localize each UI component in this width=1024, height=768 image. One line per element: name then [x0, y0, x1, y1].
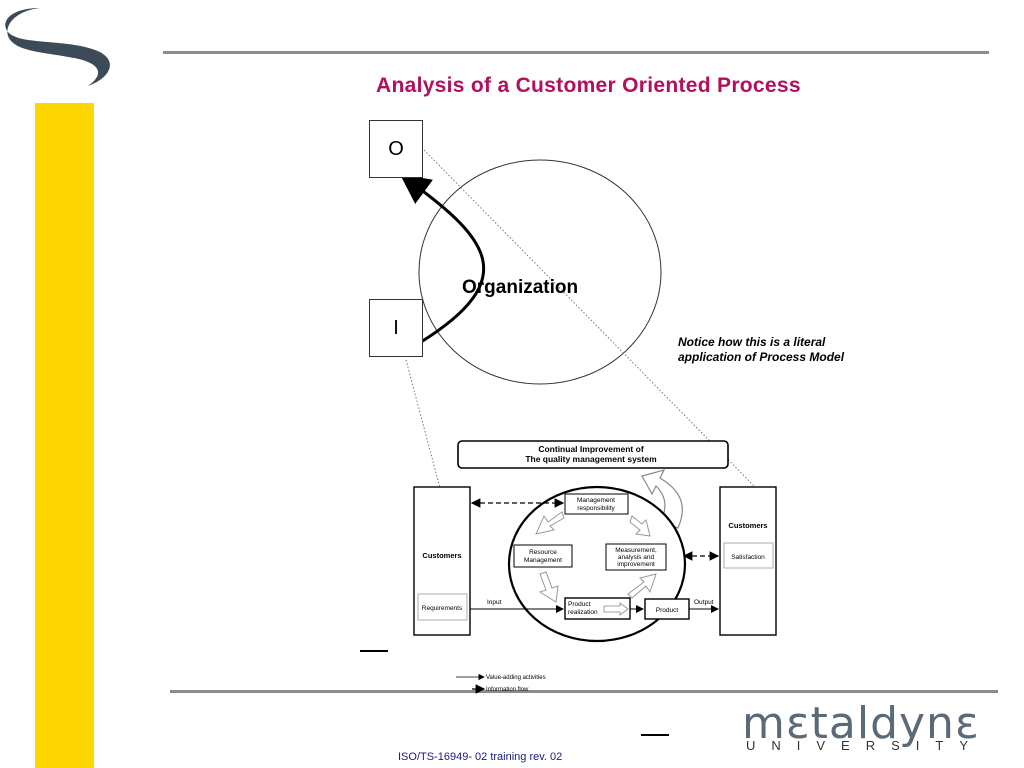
metaldyne-logo-subtitle: UNIVERSITY [746, 738, 985, 753]
ci-banner [457, 440, 729, 469]
resource-line2: Management [524, 557, 562, 564]
organization-diagram [399, 149, 757, 489]
swoosh-logo-icon [5, 8, 110, 86]
left-customers-label: Customers [422, 551, 461, 560]
realization-line2: realization [568, 609, 598, 616]
cycle-arrow-top-left [535, 511, 565, 535]
output-box: O [369, 120, 423, 178]
management-line2: responsibility [577, 505, 615, 512]
accent-bar [35, 103, 94, 768]
requirements-box [417, 593, 468, 621]
output-label: Output [694, 599, 714, 606]
process-flow-arrow [399, 174, 486, 344]
management-line1: Management [577, 497, 615, 504]
realization-hollow-arrow [603, 602, 629, 616]
process-model-note: Notice how this is a literal application… [678, 335, 845, 364]
organization-label: Organization [462, 277, 579, 298]
right-customers-label: Customers [728, 521, 767, 530]
projection-line-left-wrap [405, 359, 441, 489]
cycle-arrow-top-right [629, 515, 651, 537]
process-model-figure: Continual Improvement of The quality man… [413, 440, 777, 694]
footer-text: ISO/TS-16949- 02 training rev. 02 [398, 751, 563, 763]
satisfaction-label: Satisfaction [731, 554, 765, 561]
ci-banner-line1: Continual Improvement of [538, 444, 643, 454]
cycle-arrow-bottom-left [538, 571, 559, 603]
resource-box [513, 544, 573, 568]
organization-ellipse [418, 159, 662, 385]
improvement-arrow [641, 469, 683, 529]
management-box [564, 493, 629, 515]
short-rule-left [360, 650, 388, 652]
cycle-arrow-bottom-right [627, 573, 657, 599]
legend-value-label: Value-adding activities [486, 675, 546, 681]
satisfaction-box [723, 542, 774, 569]
legend-info-label: Information flow [486, 687, 529, 693]
resource-line1: Resource [529, 549, 557, 556]
measurement-box [605, 543, 667, 571]
realization-line1: Product [568, 601, 591, 608]
short-rule-right [641, 734, 669, 736]
measurement-line3: improvement [617, 561, 655, 568]
metaldyne-logo-word: mεtaldynε [742, 698, 980, 749]
input-box: I [369, 299, 423, 357]
measurement-line2: analysis and [618, 554, 655, 561]
top-divider [163, 51, 989, 54]
slide-title: Analysis of a Customer Oriented Process [376, 74, 801, 97]
input-label: Input [487, 599, 502, 606]
measurement-line1: Measurement, [615, 547, 657, 554]
requirements-label: Requirements [422, 605, 463, 612]
ci-banner-line2: The quality management system [525, 454, 657, 464]
bottom-divider [170, 690, 998, 693]
projection-line-left [405, 359, 441, 489]
product-label: Product [656, 607, 679, 614]
